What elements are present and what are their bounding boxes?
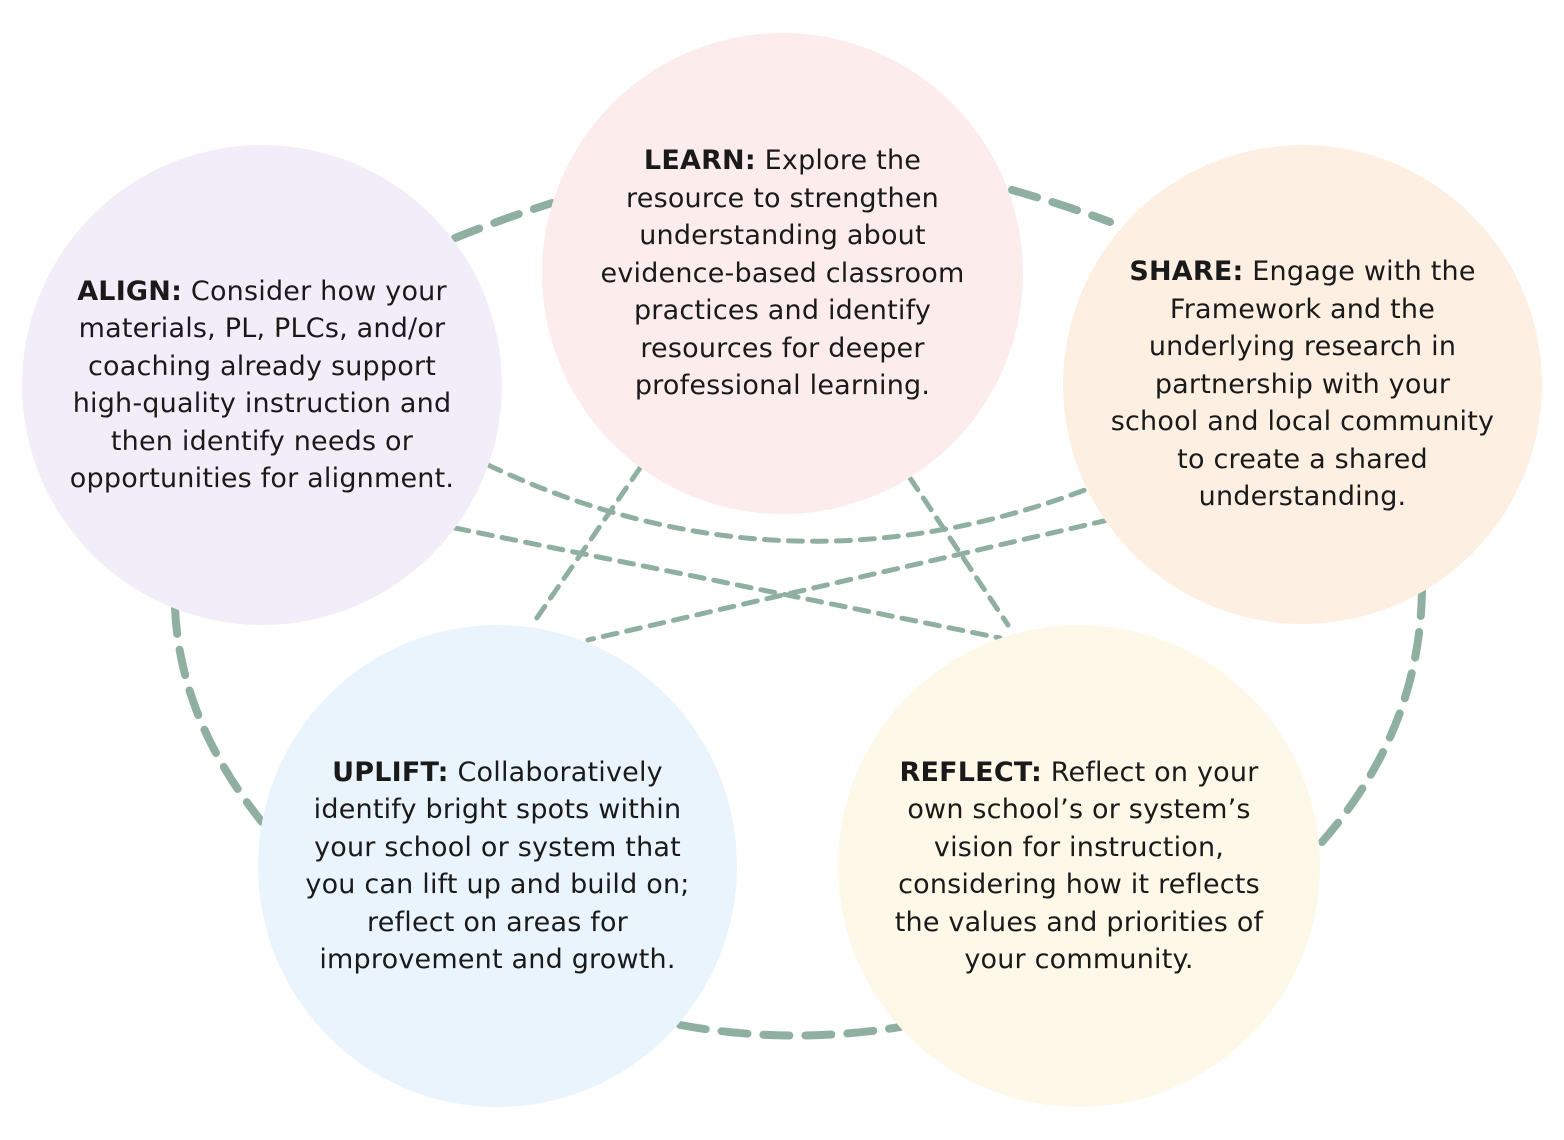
reflect-description: Reflect on your own school’s or system’s… (894, 756, 1264, 976)
share-circle: SHARE: Engage with the Framework and the… (1063, 145, 1542, 624)
ring-arc-uplift-reflect (676, 1021, 904, 1040)
learn-text: LEARN: Explore the resource to strengthe… (583, 142, 983, 405)
learn-circle: LEARN: Explore the resource to strengthe… (542, 33, 1023, 514)
connector-share-uplift (585, 517, 1111, 643)
ring-arc-learn-share (1008, 186, 1114, 226)
reflect-label: REFLECT: (899, 756, 1042, 788)
uplift-text: UPLIFT: Collaboratively identify bright … (303, 754, 693, 979)
ring-arc-share-reflect (1318, 586, 1426, 846)
uplift-description: Collaboratively identify bright spots wi… (305, 756, 690, 976)
ring-arc-align-learn (451, 199, 556, 242)
reflect-text: REFLECT: Reflect on your own school’s or… (884, 754, 1274, 979)
learn-label: LEARN: (643, 145, 756, 177)
align-circle: ALIGN: Consider how your materials, PL, … (22, 145, 502, 625)
align-text: ALIGN: Consider how your materials, PL, … (62, 273, 462, 498)
share-label: SHARE: (1129, 256, 1244, 288)
ring-arc-align-uplift (171, 604, 266, 826)
uplift-label: UPLIFT: (332, 756, 449, 788)
connector-align-share (485, 462, 1093, 544)
connector-learn-uplift (529, 465, 643, 628)
share-description: Engage with the Framework and the underl… (1110, 256, 1495, 513)
reflect-circle: REFLECT: Reflect on your own school’s or… (838, 625, 1320, 1107)
align-label: ALIGN: (77, 275, 183, 307)
uplift-circle: UPLIFT: Collaboratively identify bright … (258, 625, 737, 1107)
share-text: SHARE: Engage with the Framework and the… (1108, 253, 1498, 516)
align-description: Consider how your materials, PL, PLCs, a… (69, 275, 455, 495)
learn-description: Explore the resource to strengthen under… (600, 145, 965, 402)
connector-align-reflect (452, 525, 1003, 641)
connector-learn-reflect (907, 475, 1011, 628)
